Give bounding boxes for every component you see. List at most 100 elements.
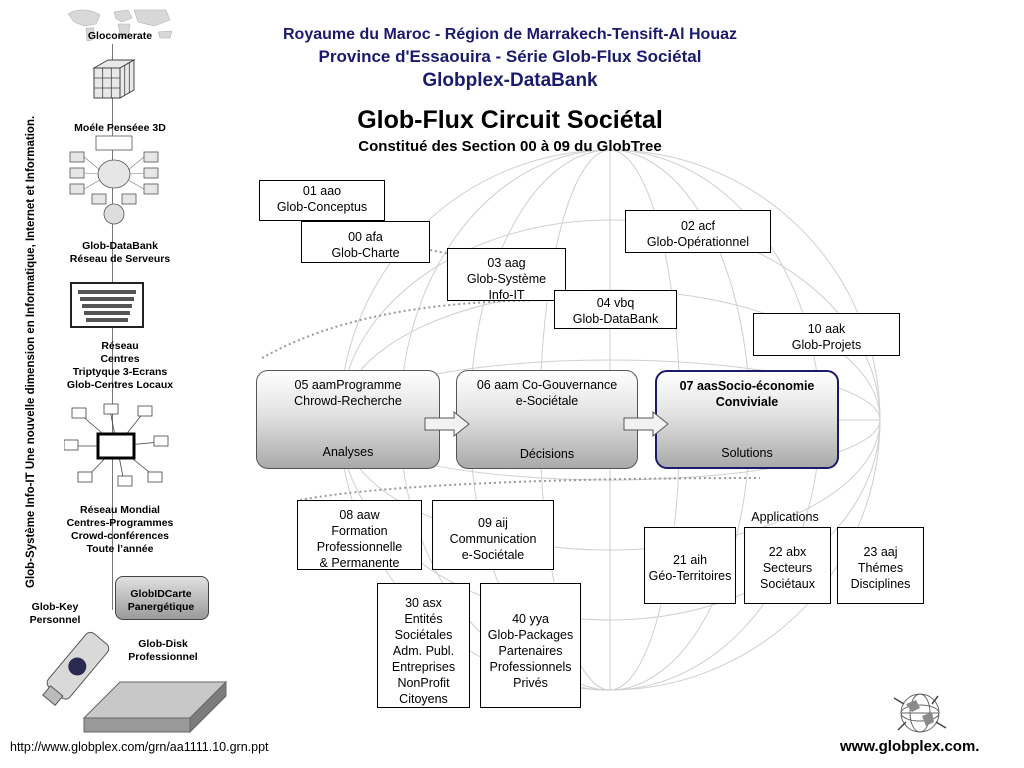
box-03-name-2: Info-IT [488,288,525,302]
box-21-l1: 21 aih [672,553,708,567]
box-40-yya: 40 yya Glob-Packages Partenaires Profess… [480,583,581,708]
box-22-l2: Secteurs [762,561,813,575]
sidebar-databank-2: Réseau de Serveurs [69,253,171,265]
pill-06-decisions: 06 aam Co-Gouvernance e-Sociétale Décisi… [456,370,638,469]
box-08-l2: Formation [331,524,388,538]
box-04-vbq: 04 vbq Glob-DataBank [554,290,677,329]
header-line-1: Royaume du Maroc - Région de Marrakech-T… [283,26,737,43]
sidebar-mondial-2: Centres-Programmes [66,517,174,529]
box-03-code: 03 aag [487,256,526,270]
box-02-name: Glob-Opérationnel [646,235,750,249]
pill-05-title-1: 05 aamProgramme [294,378,402,392]
box-40-l2: Glob-Packages [487,628,574,642]
box-01-code: 01 aao [302,184,342,198]
box-08-aaw: 08 aaw Formation Professionnelle & Perma… [297,500,422,570]
box-23-l1: 23 aaj [863,545,898,559]
box-30-l5: Entreprises [391,660,456,674]
box-30-l6: NonProfit [397,676,450,690]
hard-disk-icon [82,680,228,734]
vertical-caption: Glob-Système Info-IT Une nouvelle dimens… [25,115,37,588]
box-03-name: Glob-Système [466,272,547,286]
box-30-l3: Sociétales [394,628,453,642]
globplex-globe-logo [893,693,947,733]
box-02-code: 02 acf [680,219,716,233]
box-21-aih: 21 aih Géo-Territoires [644,527,736,604]
pill-06-title-2: e-Sociétale [515,394,579,408]
box-10-name: Glob-Projets [791,338,862,352]
box-09-l2: Communication [449,532,537,546]
sidebar-key-1: Glob-Key [31,601,79,613]
box-00-name: Glob-Charte [331,246,400,260]
cube-grid-icon [92,59,136,99]
box-04-code: 04 vbq [596,296,635,310]
applications-label: Applications [751,510,819,524]
box-02-acf: 02 acf Glob-Opérationnel [625,210,771,253]
flow-arrow-1 [424,411,470,437]
box-00-afa: 00 afa Glob-Charte [301,221,430,263]
box-09-l1: 09 aij [478,516,508,530]
pill-07-title-2: Conviviale [715,395,779,409]
box-30-l1: 30 asx [405,596,442,610]
header-line-2: Province d'Essaouira - Série Glob-Flux S… [318,47,702,66]
box-22-abx: 22 abx Secteurs Sociétaux [744,527,831,604]
box-01-aao: 01 aao Glob-Conceptus [259,180,385,221]
sidebar-disk-1: Glob-Disk [138,638,188,650]
globidcarte-card [115,576,209,620]
box-03-aag: 03 aag Glob-Système Info-IT [447,248,566,302]
footer-url-link[interactable]: http://www.globplex.com/grn/aa1111.10.gr… [10,740,269,754]
pill-06-bottom: Décisions [519,447,575,461]
pill-07-title-1: 07 aasSocio-économie [679,379,815,393]
box-08-l4: & Permanente [319,556,400,570]
box-30-l2: Entités [404,612,443,626]
box-09-aij: 09 aij Communication e-Sociétale [432,500,554,570]
footer-site-link[interactable]: www.globplex.com. [840,738,980,755]
box-30-l7: Citoyens [399,692,448,706]
network-icon [64,403,169,487]
usb-key-icon [42,631,110,707]
sidebar-disk-2: Professionnel [128,651,198,663]
globidcarte-label-1: GlobIDCarte [130,588,192,600]
thought-model-icon [69,135,159,225]
sidebar-mondial-1: Réseau Mondial [80,504,160,516]
pill-05-analyses: 05 aamProgramme Chrowd-Recherche Analyse… [256,370,440,469]
pill-05-bottom: Analyses [322,445,374,459]
box-30-asx: 30 asx Entités Sociétales Adm. Publ. Ent… [377,583,470,708]
sidebar-reseau-1: Réseau [101,340,139,352]
box-22-l1: 22 abx [768,545,807,559]
box-40-l3: Partenaires [498,644,563,658]
header-line-3: Globplex-DataBank [422,70,598,91]
box-08-l1: 08 aaw [339,508,380,522]
box-30-l4: Adm. Publ. [392,644,455,658]
box-01-name: Glob-Conceptus [276,200,368,214]
sidebar-key-2: Personnel [29,614,81,626]
box-10-code: 10 aak [807,322,846,336]
sidebar-mondial-3: Crowd-conférences [70,530,170,542]
server-room-icon [70,282,144,328]
sidebar-mondial-4: Toute l’année [86,543,154,555]
box-00-code: 00 afa [348,230,383,244]
flow-arrow-2 [623,411,669,437]
box-23-aaj: 23 aaj Thémes Disciplines [837,527,924,604]
pill-05-title-2: Chrowd-Recherche [294,394,402,408]
box-21-l2: Géo-Territoires [648,569,732,583]
sidebar-reseau-4: Glob-Centres Locaux [66,379,174,391]
box-10-aak: 10 aak Glob-Projets [753,313,900,356]
box-04-name: Glob-DataBank [572,312,659,326]
pill-06-title-1: 06 aam Co-Gouvernance [476,378,618,392]
box-23-l3: Disciplines [850,577,911,591]
pill-07-bottom: Solutions [721,446,773,460]
box-22-l3: Sociétaux [760,577,815,591]
box-09-l3: e-Sociétale [461,548,525,562]
box-08-l3: Professionnelle [316,540,403,554]
page-subtitle: Constitué des Section 00 à 09 du GlobTre… [358,138,662,155]
sidebar-glocomerate: Glocomerate [87,30,153,42]
sidebar-modele: Moéle Penséee 3D [74,122,166,134]
sidebar-reseau-2: Centres [100,353,140,365]
world-map-icon [62,4,182,44]
pill-07-solutions: 07 aasSocio-économie Conviviale Solution… [655,370,839,469]
page-title: Glob-Flux Circuit Sociétal [357,106,663,134]
globidcarte-label-2: Panergétique [127,601,195,613]
box-40-l4: Professionnels [489,660,572,674]
box-23-l2: Thémes [857,561,904,575]
box-40-l5: Privés [513,676,548,690]
